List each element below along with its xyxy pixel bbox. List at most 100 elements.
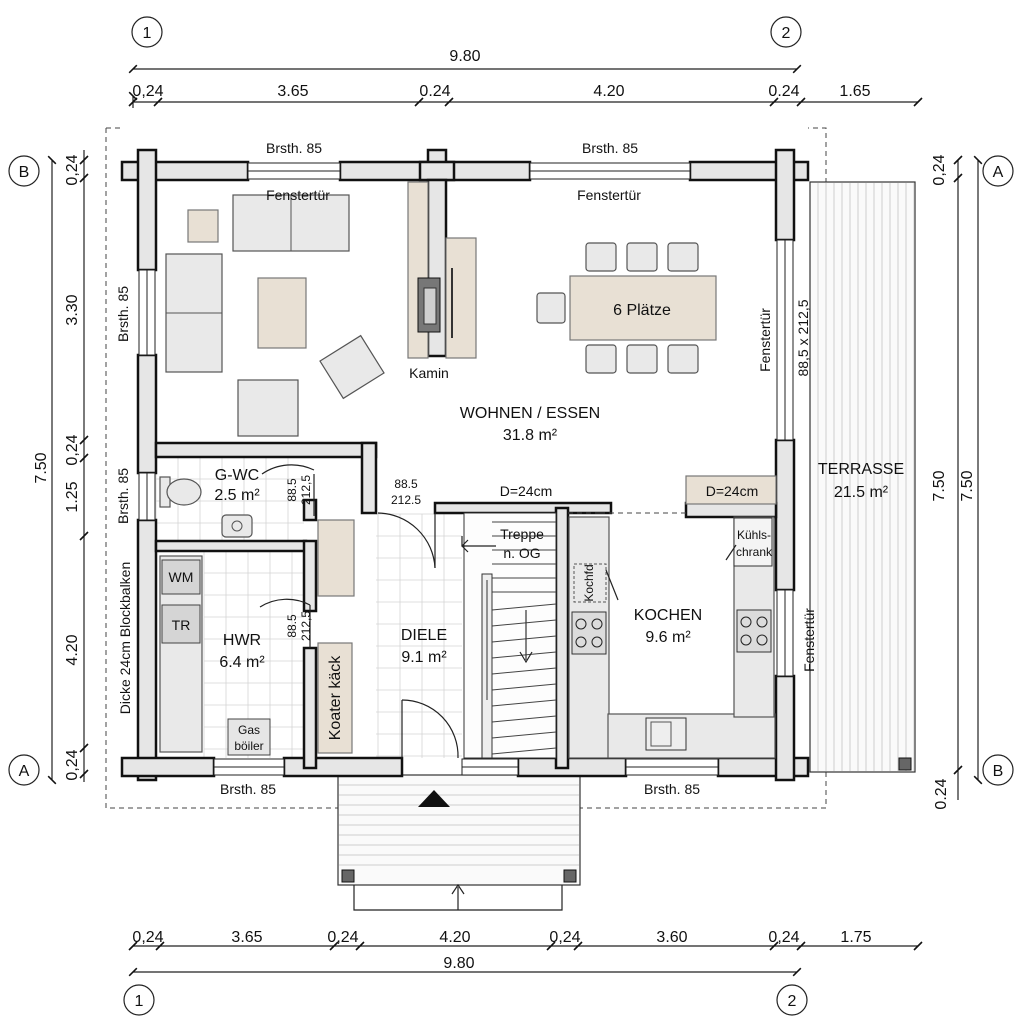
dimension-label: 1.75 (840, 929, 871, 946)
sill-label: Brsth. 85 (115, 468, 131, 524)
window-label: Fenstertür (577, 187, 641, 203)
dryer (161, 604, 201, 644)
grid-label: B (993, 763, 1004, 780)
dimension-label: 0,24 (931, 154, 948, 185)
grid-label: 1 (143, 25, 152, 42)
grid-label: 2 (788, 993, 797, 1010)
dimension-label: 3.30 (64, 294, 81, 325)
dimension-label: 0,24 (549, 929, 580, 946)
dining-seats-label: 6 Plätze (613, 302, 671, 319)
grid-marker-b-left (8, 155, 40, 187)
dimension-label: 3.65 (277, 83, 308, 100)
fridge (733, 517, 773, 567)
gas-boiler (227, 718, 271, 756)
door-size-label: 88.5 (394, 477, 418, 491)
cooktop-right (736, 609, 772, 653)
dimension-label: 1.25 (64, 481, 81, 512)
dimension-label: 0.24 (768, 83, 799, 100)
dimension-label: 0,24 (327, 929, 358, 946)
grid-label: 2 (782, 25, 791, 42)
plan-labels: Brsth. 85 Brsth. 85 Fenstertür Fenstertü… (115, 140, 817, 797)
armchair (237, 379, 299, 437)
dimension-label: 9.80 (449, 48, 480, 65)
door-size-label: 88.5 (285, 614, 299, 638)
sill-label: Brsth. 85 (115, 286, 131, 342)
washing-machine (161, 559, 201, 595)
room-name: DIELE (401, 627, 447, 644)
room-name: HWR (223, 632, 261, 649)
grid-label: A (19, 763, 30, 780)
door-size-label: 88.5 (285, 478, 299, 502)
wall-d-label: D=24cm (706, 483, 759, 499)
room-name: G-WC (215, 467, 259, 484)
sill-label: Brsth. 85 (644, 781, 700, 797)
kitchen (568, 475, 777, 759)
room-area: 6.4 m² (219, 654, 265, 671)
door-size-label: 212.5 (391, 493, 421, 507)
dimension-label: 7.50 (33, 452, 50, 483)
room-area: 9.1 m² (401, 649, 447, 666)
wardrobe (317, 519, 355, 597)
boiler-label: Gas (238, 723, 260, 737)
doors (259, 464, 686, 759)
sill-label: Brsth. 85 (582, 140, 638, 156)
washbasin (221, 514, 253, 538)
dimension-label: 0,24 (64, 154, 81, 185)
toilet (166, 478, 202, 506)
walls (120, 148, 810, 782)
armchair-rotated (319, 334, 385, 400)
kitchen-shelf (685, 475, 777, 505)
coat-rack (317, 642, 353, 754)
wall-thickness-label: Dicke 24cm Blockbalken (117, 562, 133, 715)
stair-label: n. OG (503, 545, 540, 561)
cooktop (571, 611, 607, 655)
dimension-top: 9.80 0,24 3.65 0.24 4.20 0.24 1.65 (128, 48, 923, 108)
washing-machine-label: WM (169, 569, 194, 585)
grid-label: A (993, 164, 1004, 181)
dimension-label: 0.24 (419, 83, 450, 100)
dimension-bottom: 0,24 3.65 0,24 4.20 0,24 3.60 0,24 1.75 … (128, 929, 923, 977)
dimension-label: 3.60 (656, 929, 687, 946)
room-area: 31.8 m² (503, 427, 558, 444)
boiler-label: böiler (234, 739, 263, 753)
room-area: 9.6 m² (645, 629, 691, 646)
dimension-right: 0,24 7.50 0.24 7.50 (931, 154, 983, 810)
entrance-arrow-icon (418, 790, 450, 807)
room-area: 2.5 m² (214, 487, 260, 504)
side-table (187, 209, 219, 243)
dimension-label: 3.65 (231, 929, 262, 946)
grid-label: B (19, 164, 30, 181)
room-name: WOHNEN / ESSEN (460, 405, 600, 422)
fridge-label: Kühls- (737, 528, 771, 542)
dimension-label: 4.20 (64, 634, 81, 665)
grid-marker-b-right (982, 754, 1014, 786)
grid-markers: 1 2 1 2 B A A B (8, 16, 1014, 1016)
room-labels: WOHNEN / ESSEN 31.8 m² G-WC 2.5 m² HWR 6… (214, 405, 904, 671)
door-size-label: 212,5 (299, 611, 313, 641)
wc-fixtures (159, 476, 253, 538)
fireplace-label: Kamin (409, 365, 449, 381)
hwr-fixtures (159, 519, 355, 756)
window-label: Fenstertür (266, 187, 330, 203)
window-size-label: 88,5 x 212,5 (795, 299, 811, 376)
grid-label: 1 (135, 993, 144, 1010)
windows (138, 162, 794, 776)
dimension-label: 9.80 (443, 955, 474, 972)
dimension-label: 4.20 (439, 929, 470, 946)
dimension-label: 0.24 (933, 778, 950, 809)
grid-marker-2-bottom (776, 984, 808, 1016)
grid-marker-1-top (131, 16, 163, 48)
grid-marker-a-left (8, 754, 40, 786)
cooktop-label: Kochfd (582, 564, 596, 601)
coat-rack-label: Koater käck (327, 655, 344, 740)
room-area: 21.5 m² (834, 484, 889, 501)
dimension-label: 1.65 (839, 83, 870, 100)
window-label: Fenstertür (801, 608, 817, 672)
terrace (809, 181, 916, 773)
dimension-label: 4.20 (593, 83, 624, 100)
dimension-label: 0,24 (768, 929, 799, 946)
dimension-label: 7.50 (931, 470, 948, 501)
grid-marker-1-bottom (123, 984, 155, 1016)
window-label: Fenstertür (757, 308, 773, 372)
